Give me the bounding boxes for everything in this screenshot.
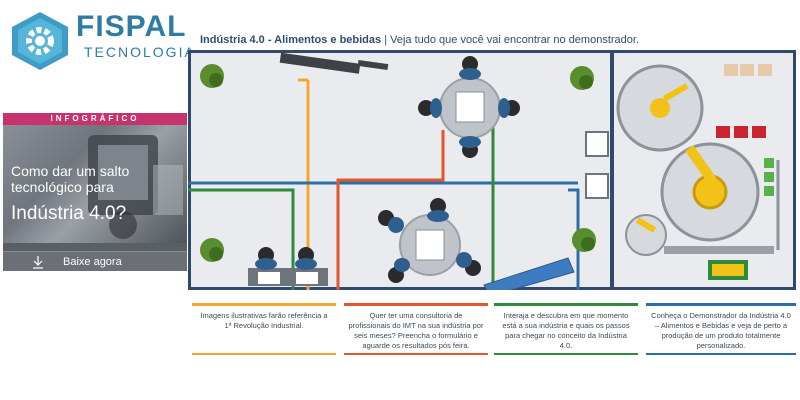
caption-bar-3 [494,303,638,306]
infographic-banner[interactable]: INFOGRÁFICO Como dar um salto tecnológic… [3,113,187,271]
caption-bottom-1 [192,353,336,355]
banner-tag: INFOGRÁFICO [50,114,140,123]
floor-plan-drawing [188,52,780,290]
download-button-label: Baixe agora [63,256,122,268]
page-header: Indústria 4.0 - Alimentos e bebidas | Ve… [200,34,770,46]
logo-wordmark: FISPAL [76,10,187,43]
caption-4: Conheça o Demonstrador da Indústria 4.0 … [651,311,791,350]
caption-1: Imagens ilustrativas farão referência a … [200,311,328,330]
caption-2: Quer ter uma consultoria de profissionai… [348,311,484,350]
banner-title: Como dar um salto tecnológico para [11,163,130,195]
floor-divider [610,50,614,290]
header-separator: | [384,34,388,46]
caption-bar-2 [344,303,488,306]
caption-bottom-2 [344,353,488,355]
logo-subtitle: TECNOLOGIA [84,44,196,60]
caption-3: Interaja e descubra em que momento está … [502,311,630,350]
fispal-logo[interactable] [8,10,183,70]
banner-photo [3,125,187,243]
download-button[interactable]: Baixe agora [3,251,187,271]
caption-bottom-4 [646,353,796,355]
header-title: Indústria 4.0 - Alimentos e bebidas [200,34,382,46]
header-subtitle: Veja tudo que você vai encontrar no demo… [390,34,640,46]
caption-bar-1 [192,303,336,306]
caption-bottom-3 [494,353,638,355]
gear-icon [12,12,68,70]
banner-title-emphasis: Indústria 4.0? [11,203,127,224]
caption-bar-4 [646,303,796,306]
download-icon [33,256,43,269]
banner-tag-bar [3,113,187,125]
